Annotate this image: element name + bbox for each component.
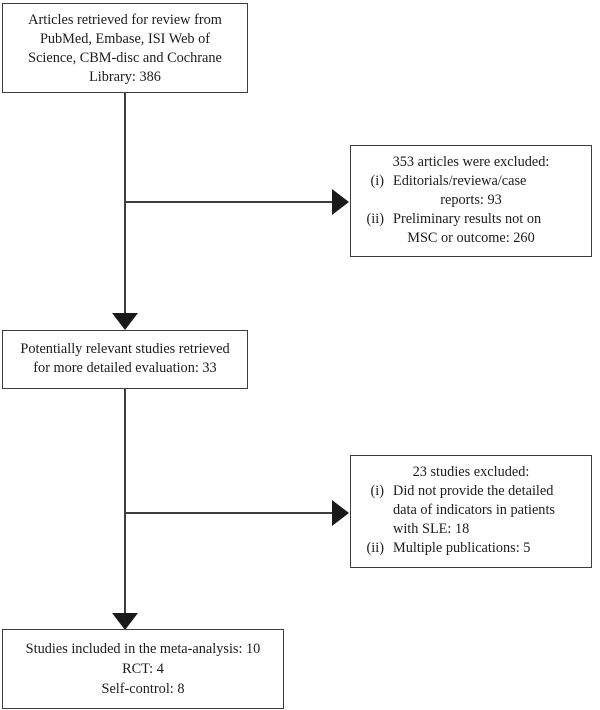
exclusion-item-text: Preliminary results not on	[393, 211, 542, 227]
exclusion-title: 23 studies excluded:	[412, 464, 530, 480]
box-text-line: PubMed, Embase, ISI Web of	[39, 31, 211, 47]
exclusion-item-ii: (ii) Preliminary results not on	[357, 210, 585, 229]
exclusion-item-continuation: MSC or outcome: 260	[407, 230, 535, 246]
flow-box-excluded-studies: 23 studies excluded: (i) Did not provide…	[350, 455, 592, 568]
arrowhead-down-1	[112, 313, 138, 330]
flow-box-articles-retrieved: Articles retrieved for review from PubMe…	[2, 3, 248, 93]
box-text-line: Studies included in the meta-analysis: 1…	[25, 641, 261, 657]
box-text-line: Potentially relevant studies retrieved	[20, 341, 230, 357]
list-marker: (i)	[370, 483, 385, 499]
box-text-line: Articles retrieved for review from	[28, 12, 222, 28]
arrowhead-right-2	[332, 500, 349, 526]
arrowhead-down-2	[112, 613, 138, 630]
exclusion-title: 353 articles were excluded:	[392, 154, 550, 170]
exclusion-item-line: data of indicators in patients	[393, 502, 555, 518]
exclusion-item-text: Editorials/reviewa/case	[393, 173, 527, 189]
connector-line-branch-2	[125, 512, 334, 514]
list-marker: (ii)	[366, 540, 384, 556]
exclusion-item-continuation: reports: 93	[440, 192, 502, 208]
connector-line-branch-1	[125, 201, 334, 203]
connector-line-vertical-top	[124, 93, 126, 317]
exclusion-item-line: Did not provide the detailed	[393, 483, 554, 499]
exclusion-item-i: (i) Did not provide the detailed data of…	[357, 482, 585, 539]
list-marker: (ii)	[366, 211, 384, 227]
exclusion-item-text: Did not provide the detailed data of ind…	[393, 482, 585, 539]
exclusion-item-line: with SLE: 18	[393, 521, 470, 537]
exclusion-item-text: Multiple publications: 5	[393, 540, 531, 556]
arrowhead-right-1	[332, 189, 349, 215]
box-text-line: Library: 386	[89, 69, 161, 85]
flow-box-excluded-articles: 353 articles were excluded: (i) Editoria…	[350, 145, 592, 257]
box-text-line: RCT: 4	[122, 661, 164, 677]
list-marker: (i)	[370, 173, 385, 189]
box-text-line: Science, CBM-disc and Cochrane	[28, 50, 222, 66]
connector-line-vertical-bottom	[124, 389, 126, 617]
box-text-line: for more detailed evaluation: 33	[33, 360, 217, 376]
flow-box-included-studies: Studies included in the meta-analysis: 1…	[2, 629, 284, 709]
exclusion-item-i: (i) Editorials/reviewa/case	[357, 172, 585, 191]
exclusion-item-ii: (ii) Multiple publications: 5	[357, 539, 585, 558]
flow-box-relevant-studies: Potentially relevant studies retrieved f…	[2, 330, 248, 389]
box-text-line: Self-control: 8	[101, 681, 185, 697]
